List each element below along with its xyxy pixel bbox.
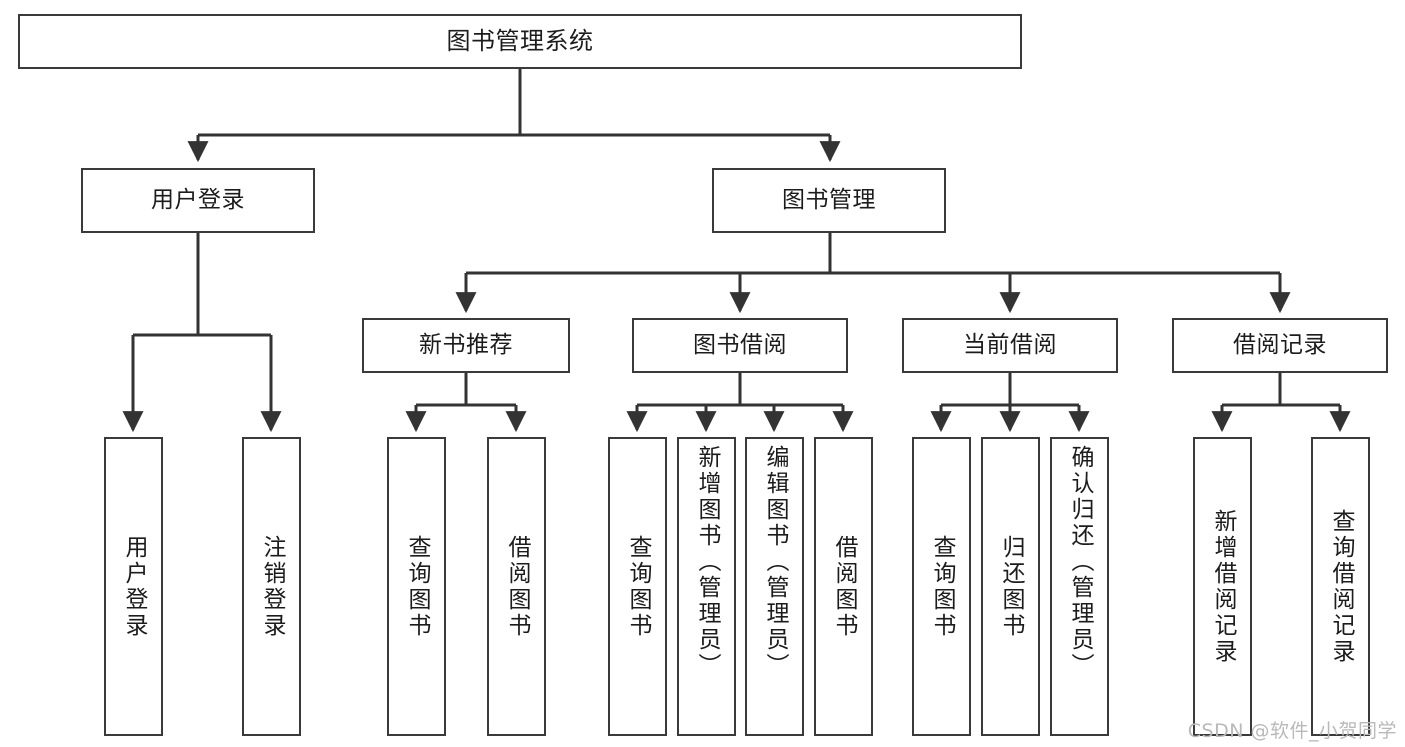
node-label: 借阅记录	[1233, 331, 1327, 358]
leaf-label: 编辑图书（管理员）	[762, 445, 788, 679]
leaf-label: 查询图书	[929, 534, 955, 639]
node-user-login[interactable]: 用户登录	[81, 168, 315, 233]
leaf-book-borrow-add[interactable]: 新增图书（管理员）	[677, 437, 736, 736]
leaf-label: 注销登录	[259, 534, 285, 639]
leaf-label: 查询借阅记录	[1328, 508, 1354, 665]
node-label: 新书推荐	[419, 331, 513, 358]
node-label: 用户登录	[151, 186, 245, 213]
node-book-manage[interactable]: 图书管理	[712, 168, 946, 233]
leaf-label: 确认归还（管理员）	[1067, 445, 1093, 679]
watermark-text: CSDN @软件_小贺同学	[1187, 720, 1397, 742]
node-label: 图书借阅	[693, 331, 787, 358]
leaf-label: 新增图书（管理员）	[694, 445, 720, 679]
node-borrow-record[interactable]: 借阅记录	[1172, 318, 1388, 373]
leaf-borrow-record-add[interactable]: 新增借阅记录	[1193, 437, 1252, 736]
leaf-current-borrow-return[interactable]: 归还图书	[981, 437, 1040, 736]
leaf-new-book-borrow[interactable]: 借阅图书	[487, 437, 546, 736]
leaf-label: 归还图书	[998, 534, 1024, 639]
node-label: 图书管理系统	[446, 27, 594, 56]
leaf-label: 查询图书	[625, 534, 651, 639]
leaf-borrow-record-query[interactable]: 查询借阅记录	[1311, 437, 1370, 736]
leaf-book-borrow-edit[interactable]: 编辑图书（管理员）	[745, 437, 804, 736]
leaf-current-borrow-query[interactable]: 查询图书	[912, 437, 971, 736]
leaf-label: 新增借阅记录	[1210, 508, 1236, 665]
node-label: 当前借阅	[963, 331, 1057, 358]
leaf-new-book-query[interactable]: 查询图书	[387, 437, 446, 736]
leaf-book-borrow-borrow[interactable]: 借阅图书	[814, 437, 873, 736]
leaf-user-login-logout[interactable]: 注销登录	[242, 437, 301, 736]
leaf-user-login-login[interactable]: 用户登录	[104, 437, 163, 736]
node-current-borrow[interactable]: 当前借阅	[902, 318, 1118, 373]
node-book-borrow[interactable]: 图书借阅	[632, 318, 848, 373]
node-root-system[interactable]: 图书管理系统	[18, 14, 1022, 69]
leaf-book-borrow-query[interactable]: 查询图书	[608, 437, 667, 736]
node-new-book-recommend[interactable]: 新书推荐	[362, 318, 570, 373]
leaf-current-borrow-confirm-return[interactable]: 确认归还（管理员）	[1050, 437, 1109, 736]
node-label: 图书管理	[782, 186, 876, 213]
leaf-label: 借阅图书	[504, 534, 530, 639]
leaf-label: 用户登录	[121, 534, 147, 639]
leaf-label: 查询图书	[404, 534, 430, 639]
leaf-label: 借阅图书	[831, 534, 857, 639]
